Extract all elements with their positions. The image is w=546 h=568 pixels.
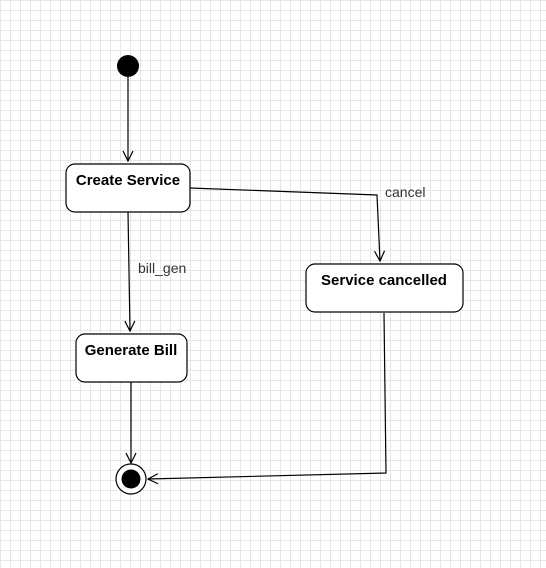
final-state-node	[115, 463, 147, 495]
state-create-service: Create Service	[65, 163, 191, 213]
state-generate-bill-label: Generate Bill	[85, 342, 178, 359]
state-service-cancelled-label: Service cancelled	[321, 272, 447, 289]
edge-create-service-to-service-cancelled	[189, 187, 380, 261]
state-create-service-label: Create Service	[76, 172, 180, 189]
initial-state-node	[117, 55, 139, 77]
state-service-cancelled: Service cancelled	[305, 263, 464, 313]
state-generate-bill: Generate Bill	[75, 333, 188, 383]
edge-create-service-to-generate-bill	[128, 211, 130, 331]
edge-service-cancelled-to-final	[148, 312, 387, 479]
edge-label-bill-gen: bill_gen	[138, 260, 186, 276]
edge-label-cancel: cancel	[385, 184, 425, 200]
